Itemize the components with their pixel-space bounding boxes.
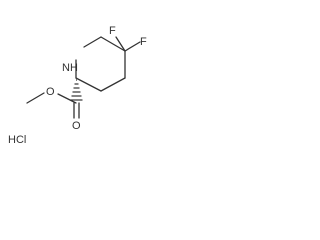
bond-c-o-single bbox=[57, 93, 77, 104]
fluorine-label-2: F bbox=[140, 36, 147, 48]
bond-c5-c6 bbox=[100, 36, 126, 52]
ester-carbonyl-oxygen-label: O bbox=[72, 120, 81, 132]
bond-c2-c3 bbox=[75, 77, 102, 92]
ester-ether-oxygen-label: O bbox=[46, 86, 55, 98]
bond-c4-f1 bbox=[115, 36, 126, 52]
bond-c4-f2 bbox=[124, 41, 141, 52]
hcl-salt-label: HCl bbox=[8, 134, 26, 146]
stereo-hash-bond bbox=[70, 79, 83, 101]
molecule-structure: F F NH O O HCl bbox=[8, 25, 147, 146]
bond-o-methyl bbox=[26, 92, 45, 104]
amine-label: NH bbox=[62, 62, 78, 74]
bond-c6-n bbox=[83, 36, 102, 48]
bond-c3-c4 bbox=[100, 77, 126, 92]
fluorine-label-1: F bbox=[109, 25, 116, 37]
